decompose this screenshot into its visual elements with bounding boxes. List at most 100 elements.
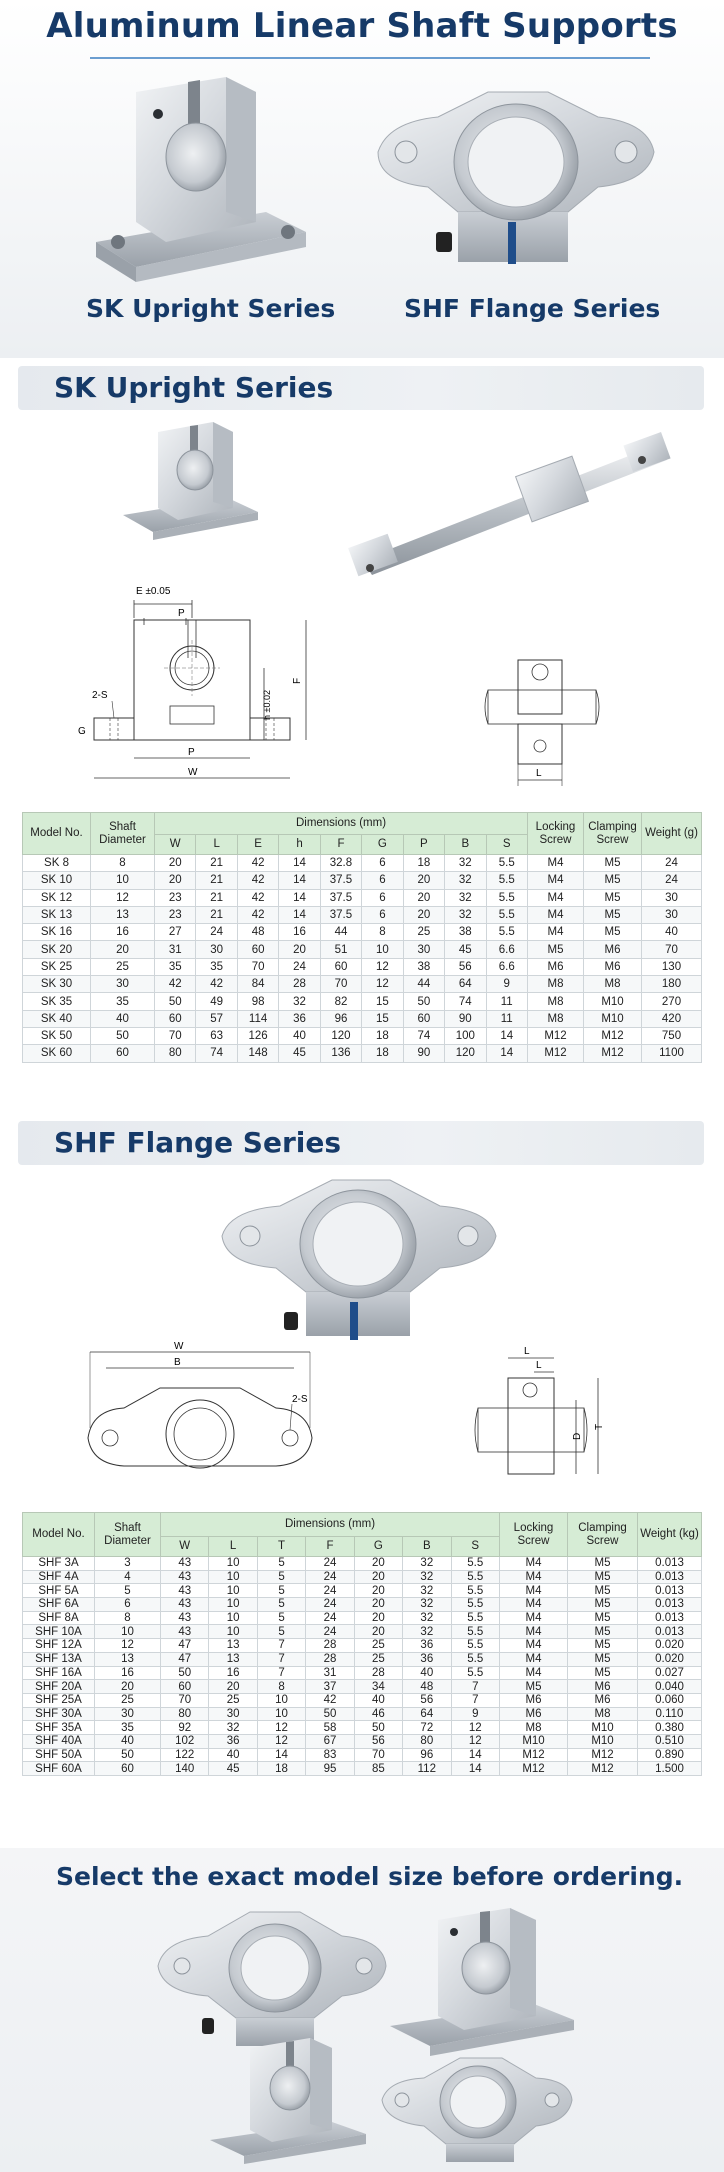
sk-spec-table: Model No. Shaft Diameter Dimensions (mm)… [22,812,702,1063]
table-cell: 42 [195,975,238,994]
table-cell: 67 [305,1733,355,1749]
shf-dim-col-g: G [353,1536,404,1557]
shf-header-locking: Locking Screw [499,1512,568,1557]
table-cell: 5.5 [450,1624,501,1640]
table-cell: M5 [567,1569,638,1585]
table-cell: 96 [319,1009,363,1028]
table-cell: 60 [319,957,363,977]
table-cell: 10 [256,1706,307,1722]
sk-dim-col-b: B [444,834,487,855]
table-cell: 0.060 [637,1692,702,1708]
sk-side-drawing: L [484,659,600,786]
sk-dim-col-p: P [402,834,446,855]
table-cell: 420 [641,1009,702,1028]
table-cell: SHF 3A [22,1556,95,1571]
sk-dim-h: h ±0.02 [262,690,272,720]
shf-flange-image [377,91,655,264]
table-cell: 50 [402,992,446,1011]
table-cell: 37.5 [319,905,363,925]
shf-dim-b: B [174,1357,181,1368]
table-cell: 27 [153,923,197,942]
table-cell: 40 [208,1747,258,1763]
table-cell: 32 [402,1583,452,1599]
table-cell: 10 [208,1597,258,1612]
table-cell: 14 [450,1747,501,1763]
table-cell: 25 [353,1651,404,1667]
table-cell: 5.5 [450,1638,501,1653]
table-cell: 80 [159,1706,210,1722]
table-cell: 24 [305,1583,355,1599]
shf-header-weight: Weight (kg) [637,1512,702,1557]
table-cell: 24 [305,1610,355,1626]
shf-dim-col-w: W [159,1536,210,1557]
table-cell: 50 [94,1747,161,1763]
table-cell: 25 [208,1692,258,1708]
shf-side-drawing: L L D T [474,1346,605,1475]
table-cell: 43 [159,1583,210,1599]
table-cell: 122 [159,1747,210,1763]
table-cell: 14 [278,888,321,907]
table-cell: 25 [402,923,446,942]
table-cell: M4 [499,1665,568,1681]
table-cell: 42 [236,888,280,907]
table-cell: M6 [499,1706,568,1722]
footer-flange-image-1 [157,1911,387,2046]
table-cell: 126 [236,1026,280,1046]
sk-dim-2s: 2-S [92,690,108,701]
table-cell: 8 [361,923,404,942]
table-cell: 35 [195,957,238,977]
table-cell: 32 [402,1610,452,1626]
table-cell: 64 [402,1706,452,1722]
table-cell: 36 [278,1009,321,1028]
table-cell: 32 [402,1624,452,1640]
footer-banner [0,1848,724,2172]
table-cell: 40 [90,1009,155,1028]
table-cell: 57 [195,1009,238,1028]
table-cell: 32 [402,1569,452,1585]
table-cell: 1100 [641,1044,702,1063]
table-cell: 95 [305,1761,355,1776]
table-cell: 31 [305,1665,355,1681]
table-cell: 28 [278,975,321,994]
table-cell: 4 [94,1569,161,1585]
sk-dim-e: E ±0.05 [136,586,171,597]
table-cell: 8 [90,853,155,873]
table-cell: 10 [208,1610,258,1626]
table-cell: M4 [499,1638,568,1653]
sk-dim-w: W [188,767,198,778]
table-cell: 80 [153,1044,197,1063]
sk-dim-g: G [78,726,86,737]
table-cell: SK 50 [22,1026,91,1046]
table-cell: M6 [567,1692,638,1708]
table-cell: 24 [641,871,702,890]
table-cell: 16 [278,923,321,942]
footer-sk-image-1 [390,1908,574,2056]
table-cell: 32 [444,853,487,873]
shf-header-clamping: Clamping Screw [567,1512,638,1557]
table-cell: 28 [353,1665,404,1681]
table-cell: SHF 30A [22,1706,95,1722]
table-cell: 74 [195,1044,238,1063]
table-cell: 80 [402,1733,452,1749]
shf-dim-l: L [524,1346,530,1357]
table-cell: 21 [195,853,238,873]
sk-dim-col-g: G [361,834,404,855]
table-cell: 14 [450,1761,501,1776]
table-cell: 24 [305,1556,355,1571]
table-cell: 25 [353,1638,404,1653]
table-cell: 6 [361,853,404,873]
table-cell: M4 [527,923,584,942]
table-cell: 50 [159,1665,210,1681]
table-cell: 0.013 [637,1597,702,1612]
table-cell: 6.6 [485,940,528,959]
table-cell: 20 [402,888,446,907]
